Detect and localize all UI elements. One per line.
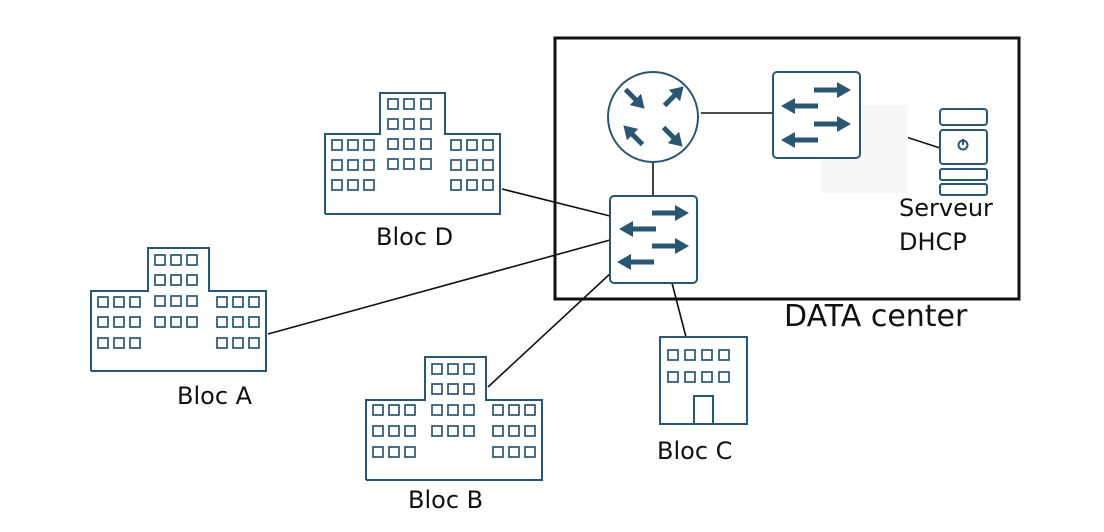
datacenter-label: DATA center	[784, 299, 968, 334]
bloc-c-building	[659, 336, 748, 425]
router-icon[interactable]	[607, 71, 699, 163]
bloc-c-label: Bloc C	[657, 437, 733, 465]
bloc-b-label: Bloc B	[408, 486, 484, 514]
bloc-b-building	[365, 356, 543, 481]
server-label-line1: Serveur	[899, 194, 993, 222]
datacenter-frame	[553, 36, 1021, 301]
link-bloc-c	[671, 282, 687, 338]
bloc-d-building	[324, 92, 501, 215]
server-label-line2: DHCP	[899, 228, 967, 256]
switch-icon[interactable]	[772, 71, 861, 159]
switch-icon[interactable]	[609, 195, 698, 284]
link-bloc-b	[487, 271, 613, 388]
bloc-a-building	[90, 247, 267, 372]
bloc-a-label: Bloc A	[177, 382, 253, 410]
link-bloc-a	[267, 239, 611, 335]
server-icon[interactable]	[939, 108, 988, 196]
bloc-d-label: Bloc D	[376, 223, 454, 251]
